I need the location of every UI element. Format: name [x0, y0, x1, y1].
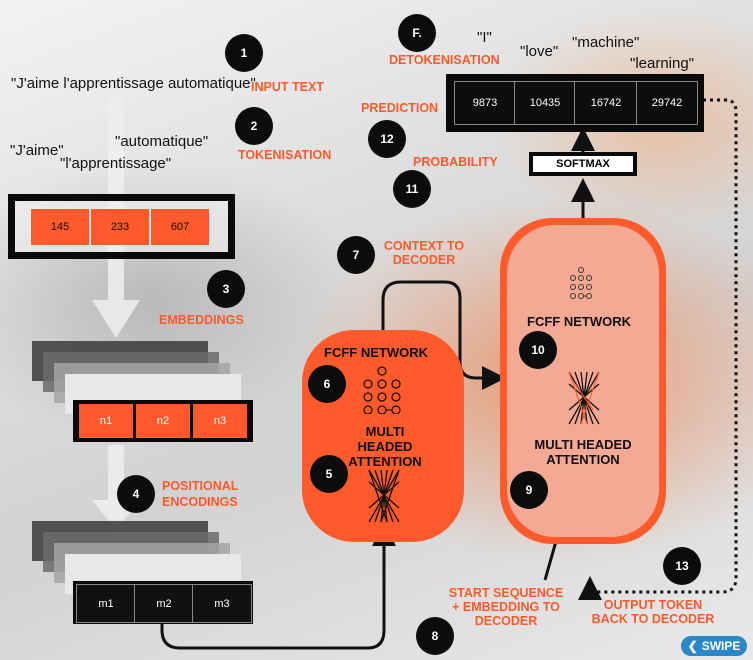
input-text: "J'aime l'apprentissage automatique" — [11, 75, 256, 92]
encoder-attention-label-line1: MULTI HEADED — [357, 424, 413, 454]
start-to-encoder-connector — [160, 522, 396, 650]
decoder-attention-label-line2: ATTENTION — [546, 452, 620, 467]
decoder-attention-label: MULTI HEADED ATTENTION — [528, 437, 638, 467]
encoder-attention-icon — [368, 469, 400, 523]
step-7-badge: 7 — [337, 236, 375, 274]
output-token-label: OUTPUT TOKEN BACK TO DECODER — [589, 598, 717, 626]
token-word-2: "l'apprentissage" — [60, 155, 172, 172]
embedding-cell: n3 — [193, 404, 247, 438]
prediction-label: PREDICTION — [361, 101, 439, 115]
step-5-badge: 5 — [310, 455, 348, 493]
token-word-1: "J'aime" — [10, 142, 64, 159]
step-13-badge: 13 — [663, 547, 701, 585]
decoder-fcff-label: FCFF NETWORK — [527, 314, 631, 329]
decoder-attention-label-line1: MULTI HEADED — [534, 437, 632, 452]
step-6-badge: 6 — [308, 365, 346, 403]
step-10-badge: 10 — [519, 331, 557, 369]
token-id-cell: 233 — [91, 209, 149, 245]
positional-cell: m3 — [192, 584, 252, 623]
encoder-fcff-label: FCFF NETWORK — [324, 345, 428, 360]
start-sequence-label-line2: + EMBEDDING TO — [452, 600, 560, 614]
output-word-4: "learning" — [630, 55, 695, 72]
context-label-line2: DECODER — [392, 253, 456, 267]
softmax-box: SOFTMAX — [529, 152, 637, 176]
encoder-attention-label-line2: ATTENTION — [348, 454, 422, 469]
decoder-attention-icon — [568, 371, 600, 425]
step-3-badge: 3 — [207, 270, 245, 308]
positional-row: m1 m2 m3 — [73, 581, 253, 624]
start-sequence-label-line3: DECODER — [474, 614, 538, 628]
positional-cell: m2 — [134, 584, 194, 623]
positional-label-line1: POSITIONAL — [162, 479, 239, 493]
positional-label-line2: ENCODINGS — [162, 495, 238, 509]
token-id-cell: 10435 — [514, 81, 576, 125]
output-loop-connector — [578, 98, 738, 601]
output-word-3: "machine" — [572, 34, 640, 51]
step-9-badge: 9 — [510, 471, 548, 509]
step-1-badge: 1 — [225, 34, 263, 72]
decoder-fcff-network-icon — [570, 267, 592, 299]
token-id-cell: 9873 — [454, 81, 516, 125]
output-word-1: "I" — [477, 29, 492, 46]
token-id-cell: 607 — [151, 209, 209, 245]
start-sequence-label: START SEQUENCE + EMBEDDING TO DECODER — [443, 586, 569, 628]
output-word-2: "love" — [520, 43, 559, 60]
probability-label: PROBABILITY — [413, 155, 498, 169]
step-11-badge: 11 — [393, 170, 431, 208]
context-label: CONTEXT TO DECODER — [379, 239, 469, 267]
detokenisation-label: DETOKENISATION — [389, 53, 500, 67]
output-token-label-line2: BACK TO DECODER — [591, 612, 715, 626]
input-text-label: INPUT TEXT — [251, 80, 324, 94]
encoder-attention-label: MULTI HEADED ATTENTION — [337, 424, 433, 469]
context-connector — [381, 280, 506, 390]
token-id-cell: 29742 — [636, 81, 698, 125]
output-token-label-line1: OUTPUT TOKEN — [603, 598, 703, 612]
tokenisation-label: TOKENISATION — [238, 148, 332, 162]
positional-cell: m1 — [76, 584, 136, 623]
step-4-badge: 4 — [117, 475, 155, 513]
embeddings-label: EMBEDDINGS — [159, 313, 244, 327]
swipe-button[interactable]: ❮ SWIPE — [681, 636, 747, 656]
prediction-token-box: 9873 10435 16742 29742 — [446, 74, 704, 132]
start-sequence-label-line1: START SEQUENCE — [448, 586, 564, 600]
token-id-cell: 145 — [31, 209, 89, 245]
token-id-cell: 16742 — [574, 81, 638, 125]
step-f-badge: F. — [398, 14, 436, 52]
chevron-left-icon: ❮ — [687, 639, 698, 653]
step-8-badge: 8 — [416, 617, 454, 655]
token-id-box: 145 233 607 — [8, 194, 235, 259]
context-label-line1: CONTEXT TO — [383, 239, 465, 253]
swipe-label: SWIPE — [701, 639, 741, 653]
step-12-badge: 12 — [368, 120, 406, 158]
step-2-badge: 2 — [235, 107, 273, 145]
token-word-3: "automatique" — [115, 133, 209, 150]
embedding-cell: n2 — [136, 404, 190, 438]
embedding-row: n1 n2 n3 — [73, 400, 253, 442]
embedding-cell: n1 — [79, 404, 133, 438]
encoder-fcff-network-icon — [363, 366, 401, 414]
